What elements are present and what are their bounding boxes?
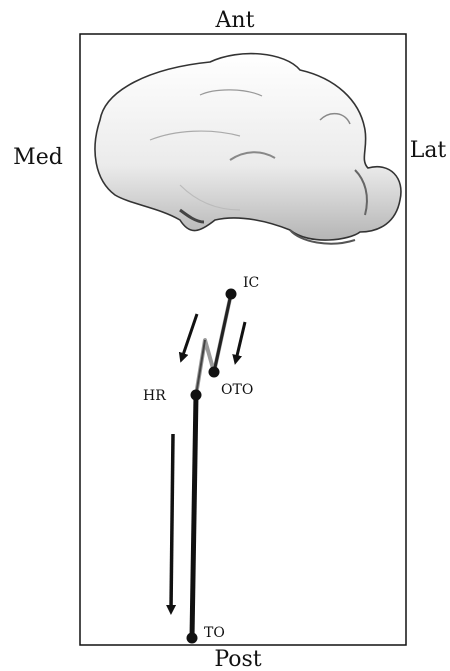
hr-label: HR (143, 388, 166, 404)
ic-label: IC (243, 275, 259, 291)
to-marker (187, 633, 198, 644)
arrow-long-down (171, 434, 173, 610)
posterior-label: Post (214, 647, 261, 671)
tibia-plateau-image (95, 54, 401, 244)
medial-label: Med (13, 145, 63, 170)
to-label: TO (204, 625, 225, 641)
ic-marker (226, 289, 237, 300)
direction-arrows (171, 314, 245, 610)
arrow-right-upper (236, 322, 245, 360)
lateral-label: Lat (410, 138, 447, 163)
anterior-label: Ant (215, 8, 255, 33)
arrow-left-upper (182, 314, 197, 358)
oto-label: OTO (221, 382, 253, 398)
oto-marker (209, 367, 220, 378)
trajectory-path (192, 294, 231, 638)
hr-marker (191, 390, 202, 401)
